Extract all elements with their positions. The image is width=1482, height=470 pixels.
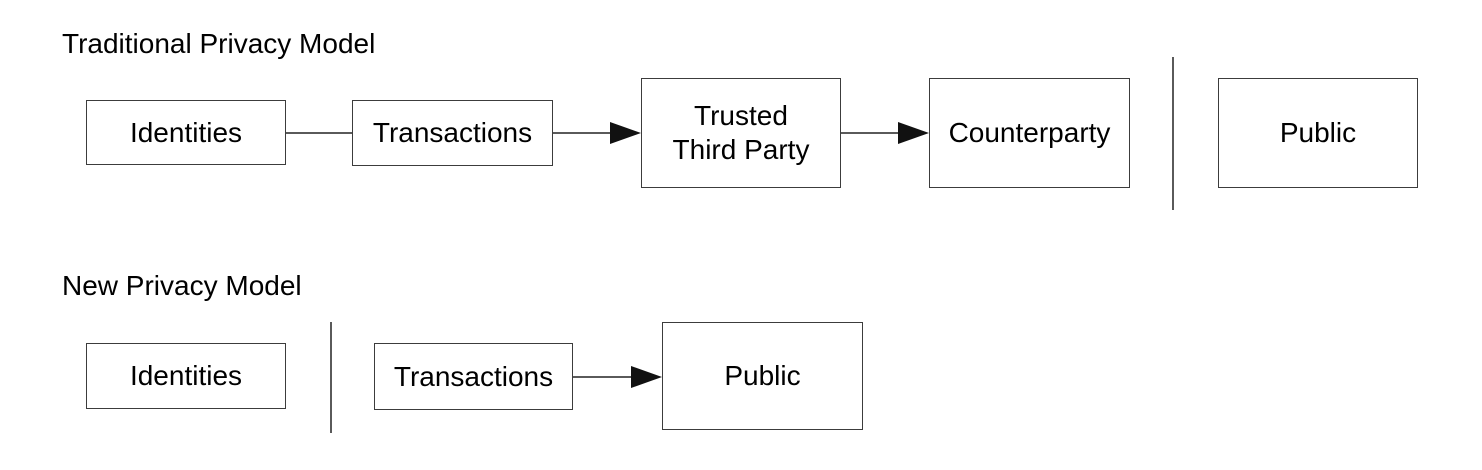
traditional-public-label: Public [1279, 117, 1357, 149]
traditional-model-title: Traditional Privacy Model [62, 28, 376, 59]
new-model-divider-line [330, 322, 332, 433]
new-identities-label: Identities [129, 360, 243, 392]
arrowhead-icon [631, 366, 662, 388]
traditional-identities-label: Identities [129, 116, 243, 148]
new-public-box: Public [662, 322, 863, 430]
arrowhead-icon [610, 122, 641, 144]
new-identities-box: Identities [86, 343, 286, 409]
trusted-third-party-label-line1: Trusted [694, 100, 788, 132]
new-transactions-label: Transactions [393, 360, 554, 392]
trusted-third-party-label-line2: Third Party [672, 134, 810, 165]
new-transactions-box: Transactions [374, 343, 573, 410]
traditional-transactions-label: Transactions [372, 117, 533, 149]
traditional-transactions-box: Transactions [352, 100, 553, 166]
transactions-ttp-arrow-line [553, 132, 613, 134]
traditional-divider-line [1172, 57, 1174, 210]
new-model-title: New Privacy Model [62, 270, 302, 301]
arrowhead-icon [898, 122, 929, 144]
ttp-counterparty-arrow-line [841, 132, 901, 134]
identities-transactions-connector-line [286, 132, 352, 134]
trusted-third-party-box: Trusted Third Party [641, 78, 841, 188]
transactions-public-arrow-line [573, 376, 634, 378]
new-public-label: Public [724, 360, 801, 392]
traditional-public-box: Public [1218, 78, 1418, 188]
counterparty-box: Counterparty [929, 78, 1130, 188]
traditional-identities-box: Identities [86, 100, 286, 165]
counterparty-label: Counterparty [948, 117, 1111, 149]
